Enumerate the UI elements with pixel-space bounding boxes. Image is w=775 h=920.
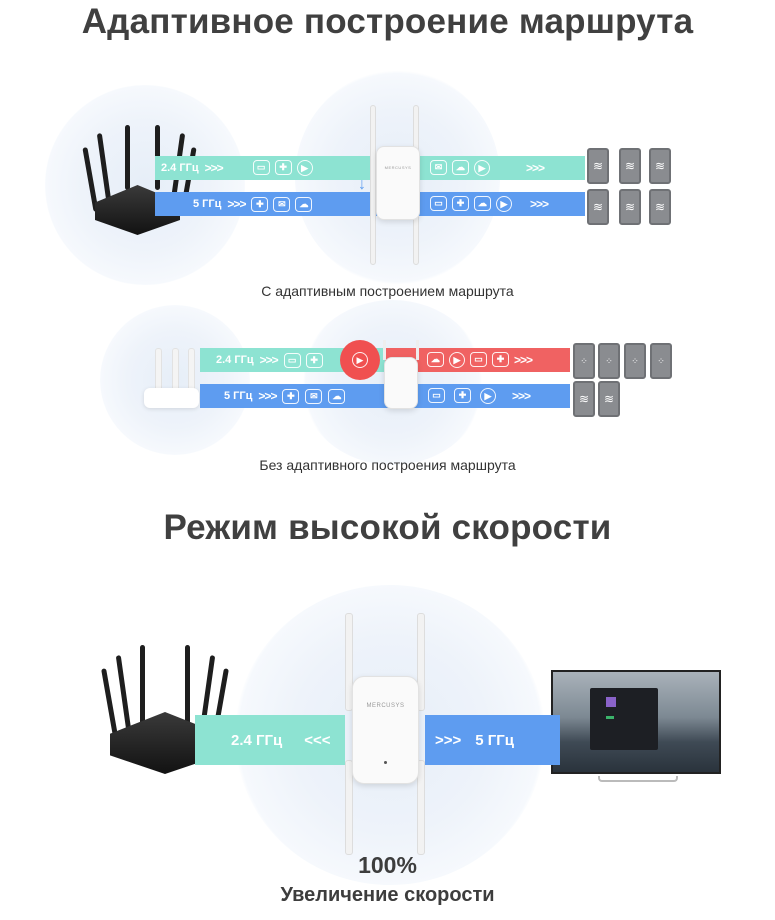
tv-image <box>551 670 721 774</box>
tv-stand <box>598 776 678 782</box>
band-5ghz: >>> 5 ГГц <box>425 715 560 765</box>
arrows-icon: >>> <box>512 389 531 403</box>
white-router-image <box>144 388 199 408</box>
icon-group: ✉ ☁ ▶ <box>430 160 490 176</box>
arrows-icon: >>> <box>530 197 549 211</box>
band-label: 2.4 ГГц <box>216 354 254 366</box>
phone-loading-icon: ⁘ <box>573 343 595 379</box>
icon-group: ☁ ▶ ▭ ✚ <box>427 352 509 368</box>
phone-loading-icon: ⁘ <box>598 343 620 379</box>
adaptive-routing-title: Адаптивное построение маршрута <box>81 2 694 41</box>
gamepad-icon: ✚ <box>274 160 292 175</box>
phone-icon: ≋ <box>573 381 595 417</box>
band-label: 2.4 ГГц <box>161 162 199 174</box>
high-speed-title: Режим высокой скорости <box>163 508 612 547</box>
phone-icon: ≋ <box>649 148 671 184</box>
cloud-folder-icon: ☁ <box>295 196 313 212</box>
extender-image <box>384 357 418 409</box>
play-icon: ▶ <box>352 352 368 368</box>
gamepad-icon: ✚ <box>251 196 269 212</box>
icon-group: ✚✉☁ <box>251 196 313 212</box>
arrows-icon: >>> <box>227 197 246 211</box>
video-camera-icon: ▭ <box>428 388 445 403</box>
phone-loading-icon: ⁘ <box>624 343 646 379</box>
phone-icon: ≋ <box>649 189 671 225</box>
arrows-icon: >>> <box>204 161 224 175</box>
band-24ghz: 2.4 ГГц <<< <box>195 715 345 765</box>
cloud-folder-icon: ☁ <box>328 388 346 404</box>
arrows-icon: >>> <box>258 389 277 403</box>
gamepad-icon: ✚ <box>282 388 300 404</box>
band-label: 5 ГГц <box>475 731 515 749</box>
video-camera-icon: ▭ <box>252 160 270 175</box>
phone-icon: ≋ <box>598 381 620 417</box>
icon-group: ▭✚ <box>283 352 323 368</box>
gamepad-icon: ✚ <box>452 196 469 211</box>
router-image <box>80 125 197 235</box>
play-icon: ▶ <box>496 196 512 212</box>
arrows-icon: >>> <box>259 353 279 367</box>
play-icon: ▶ <box>480 388 496 404</box>
band-label: 2.4 ГГц <box>231 731 283 749</box>
with-adaptive-caption: С адаптивным построением маршрута <box>261 283 514 299</box>
arrows-icon: >>> <box>526 161 545 175</box>
mail-icon: ✉ <box>273 196 291 212</box>
gamepad-icon: ✚ <box>305 352 323 368</box>
phone-icon: ≋ <box>587 148 609 184</box>
switch-arrow-icon: ↓ <box>358 176 366 193</box>
play-icon: ▶ <box>449 352 465 368</box>
cloud-folder-icon: ☁ <box>427 352 444 367</box>
band-24ghz: 2.4 ГГц >>> ▭ ✚ ▶ ✉ ☁ ▶ >>> <box>155 156 585 180</box>
arrows-out-icon: >>> <box>435 731 462 749</box>
mail-icon: ✉ <box>305 388 323 404</box>
play-icon: ▶ <box>474 160 490 176</box>
icon-group: ▭ ✚ ▶ <box>428 388 496 404</box>
icon-group: ✚ ✉ ☁ <box>282 388 346 404</box>
play-icon: ▶ <box>296 160 313 176</box>
mail-icon: ✉ <box>430 160 447 175</box>
without-adaptive-caption: Без адаптивного построения маршрута <box>259 457 516 473</box>
video-camera-icon: ▭ <box>470 352 487 367</box>
cloud-folder-icon: ☁ <box>474 196 491 211</box>
icon-group: ▭ ✚ ☁ ▶ <box>430 196 512 212</box>
phone-icon: ≋ <box>587 189 609 225</box>
phone-icon: ≋ <box>619 189 641 225</box>
phone-icon: ≋ <box>619 148 641 184</box>
video-camera-icon: ▭ <box>430 196 447 211</box>
cloud-folder-icon: ☁ <box>452 160 469 175</box>
congestion-marker: ▶ <box>340 340 380 380</box>
arrows-icon: >>> <box>514 353 533 367</box>
arrows-in-icon: <<< <box>304 731 331 749</box>
gamepad-icon: ✚ <box>454 388 471 403</box>
app-window <box>590 688 658 750</box>
speed-increase-label: Увеличение скорости <box>280 884 495 906</box>
speed-increase-percent: 100% <box>358 852 417 878</box>
icon-group: ▭ ✚ ▶ <box>252 160 313 176</box>
band-label: 5 ГГц <box>224 390 253 402</box>
video-camera-icon: ▭ <box>283 352 301 368</box>
band-label: 5 ГГц <box>193 198 222 210</box>
gamepad-icon: ✚ <box>492 352 509 367</box>
phone-loading-icon: ⁘ <box>650 343 672 379</box>
